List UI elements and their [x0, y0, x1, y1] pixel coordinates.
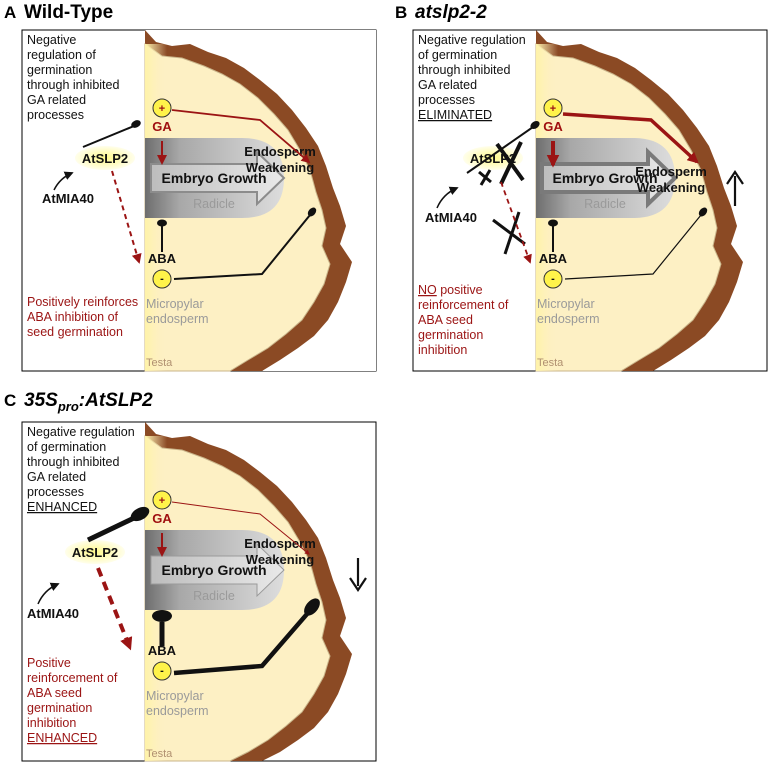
- panel-title-c: 35Spro:AtSLP2: [24, 390, 153, 414]
- ga-plus-icon-a: [152, 98, 172, 118]
- aba-label-c: ABA: [148, 643, 177, 658]
- embryo-growth-label-b: Embryo Growth: [552, 170, 657, 186]
- aba-minus-icon-c: [152, 661, 172, 681]
- embryo-growth-arrow-b: [540, 147, 678, 209]
- panel-letter-c: C: [4, 391, 16, 410]
- panel-letter-a: A: [4, 3, 16, 22]
- aba-label-a: ABA: [148, 251, 177, 266]
- ga-plus-icon-b: [543, 98, 563, 118]
- embryo-growth-arrow-c: [150, 542, 285, 598]
- panel-letter-b: B: [395, 3, 407, 22]
- radicle-label-a: Radicle: [193, 197, 235, 211]
- ga-label-c: GA: [152, 511, 172, 526]
- radicle-label-c: Radicle: [193, 589, 235, 603]
- aba-label-b: ABA: [539, 251, 568, 266]
- atmia40-label-a: AtMIA40: [42, 191, 94, 206]
- aba-minus-icon-a: [152, 269, 172, 289]
- svg-text:-: -: [160, 273, 164, 285]
- testa-label-a: Testa: [146, 357, 173, 369]
- svg-text:-: -: [160, 665, 164, 677]
- svg-text:-: -: [551, 273, 555, 285]
- ga-label-b: GA: [543, 119, 563, 134]
- testa-label-b: Testa: [537, 357, 564, 369]
- svg-text:+: +: [159, 495, 165, 507]
- panel-title-b: atslp2-2: [415, 2, 487, 23]
- atslp2-label-c: AtSLP2: [72, 545, 118, 560]
- atmia40-label-b: AtMIA40: [425, 210, 477, 225]
- testa-label-c: Testa: [146, 748, 173, 760]
- ga-plus-icon-c: [152, 490, 172, 510]
- ga-label-a: GA: [152, 119, 172, 134]
- radicle-label-b: Radicle: [584, 197, 626, 211]
- atmia40-label-c: AtMIA40: [27, 606, 79, 621]
- atslp2-label-a: AtSLP2: [82, 151, 128, 166]
- svg-text:+: +: [159, 103, 165, 115]
- embryo-growth-label-a: Embryo Growth: [161, 170, 266, 186]
- panel-title-a: Wild-Type: [24, 2, 113, 23]
- svg-text:+: +: [550, 103, 556, 115]
- block-mark-icon: [495, 141, 525, 185]
- aba-minus-icon-b: [543, 269, 563, 289]
- embryo-growth-arrow-a: [150, 149, 286, 207]
- embryo-growth-label-c: Embryo Growth: [161, 562, 266, 578]
